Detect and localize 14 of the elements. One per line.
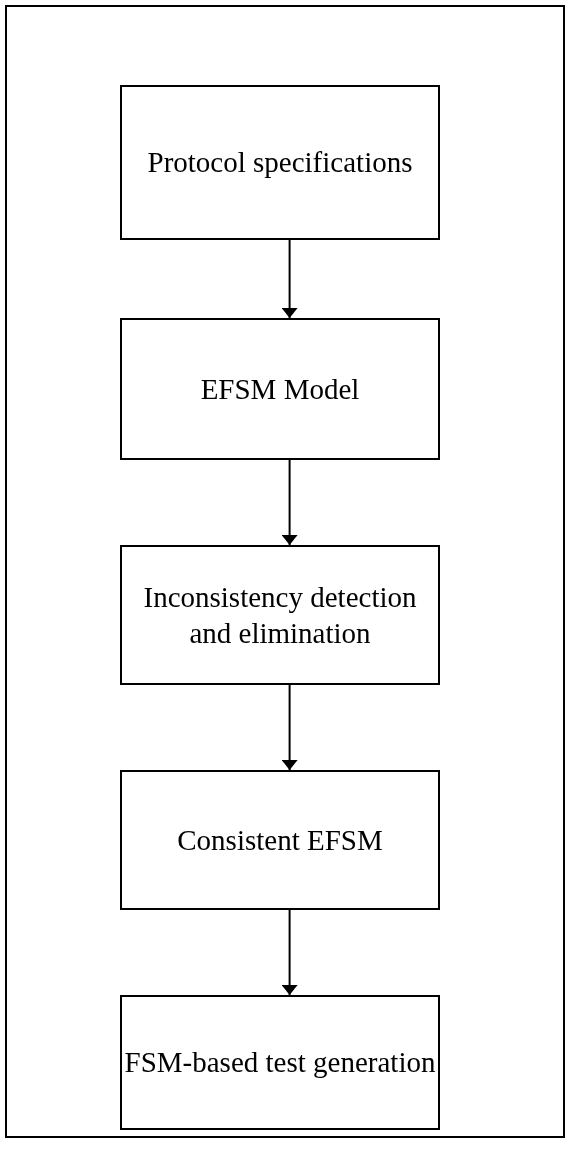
process-box bbox=[120, 995, 440, 1130]
process-box bbox=[120, 85, 440, 240]
arrow bbox=[284, 459, 295, 546]
box-label: Consistent EFSM bbox=[177, 822, 383, 858]
box-label: Protocol specifications bbox=[147, 145, 413, 181]
arrow bbox=[284, 684, 295, 771]
process-box bbox=[120, 545, 440, 685]
box-label: Inconsistency detection and elimination bbox=[142, 579, 418, 651]
box-label: EFSM Model bbox=[200, 371, 360, 407]
process-box bbox=[120, 770, 440, 910]
arrow bbox=[284, 239, 295, 319]
process-box bbox=[120, 318, 440, 460]
box-label: FSM-based test generation bbox=[124, 1045, 436, 1081]
arrow bbox=[284, 909, 295, 996]
